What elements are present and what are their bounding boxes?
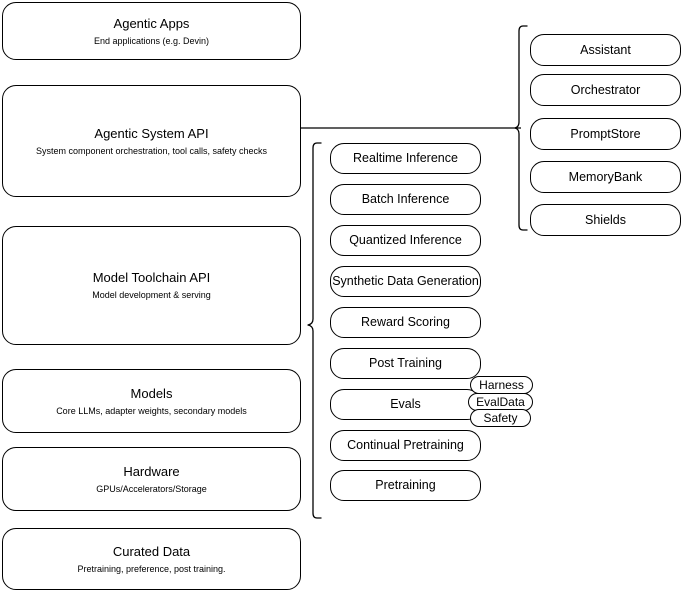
layer-subtitle: Core LLMs, adapter weights, secondary mo…	[56, 405, 247, 416]
right-column-bracket	[512, 20, 534, 250]
agentic-component-assistant[interactable]: Assistant	[530, 34, 681, 66]
layer-box-models[interactable]: Models Core LLMs, adapter weights, secon…	[2, 369, 301, 433]
toolchain-item-pretraining[interactable]: Pretraining	[330, 470, 481, 501]
toolchain-item-label: Reward Scoring	[361, 315, 450, 329]
toolchain-item-quantized-inference[interactable]: Quantized Inference	[330, 225, 481, 256]
toolchain-item-reward-scoring[interactable]: Reward Scoring	[330, 307, 481, 338]
layer-title: Agentic System API	[94, 125, 209, 141]
eval-badge-label: Harness	[479, 377, 524, 392]
toolchain-item-synthetic-data-generation[interactable]: Synthetic Data Generation	[330, 266, 481, 297]
layer-title: Models	[130, 385, 173, 401]
toolchain-item-post-training[interactable]: Post Training	[330, 348, 481, 379]
layer-subtitle: Pretraining, preference, post training.	[77, 563, 226, 574]
toolchain-item-label: Pretraining	[375, 478, 436, 492]
agentic-component-orchestrator[interactable]: Orchestrator	[530, 74, 681, 106]
eval-badge-label: Safety	[483, 410, 518, 425]
toolchain-item-continual-pretraining[interactable]: Continual Pretraining	[330, 430, 481, 461]
layer-title: Agentic Apps	[113, 15, 190, 31]
agentic-component-memorybank[interactable]: MemoryBank	[530, 161, 681, 193]
layer-subtitle: End applications (e.g. Devin)	[93, 35, 210, 46]
toolchain-item-label: Continual Pretraining	[347, 438, 464, 452]
layer-box-curated-data[interactable]: Curated Data Pretraining, preference, po…	[2, 528, 301, 590]
agentic-component-label: MemoryBank	[568, 169, 643, 184]
eval-badge-safety[interactable]: Safety	[470, 409, 531, 427]
eval-badge-harness[interactable]: Harness	[470, 376, 533, 394]
toolchain-item-label: Quantized Inference	[349, 233, 462, 247]
agentic-component-promptstore[interactable]: PromptStore	[530, 118, 681, 150]
toolchain-item-realtime-inference[interactable]: Realtime Inference	[330, 143, 481, 174]
middle-column-bracket	[304, 136, 326, 526]
agentic-component-label: Shields	[585, 212, 626, 227]
toolchain-item-label: Batch Inference	[361, 192, 450, 206]
layer-title: Hardware	[123, 463, 180, 479]
layer-box-agentic-apps[interactable]: Agentic Apps End applications (e.g. Devi…	[2, 2, 301, 60]
layer-subtitle: System component orchestration, tool cal…	[35, 145, 268, 156]
layer-box-hardware[interactable]: Hardware GPUs/Accelerators/Storage	[2, 447, 301, 511]
layer-box-model-toolchain-api[interactable]: Model Toolchain API Model development & …	[2, 226, 301, 345]
layer-subtitle: GPUs/Accelerators/Storage	[96, 483, 207, 494]
layer-subtitle: Model development & serving	[92, 290, 211, 300]
toolchain-item-label: Evals	[390, 397, 421, 411]
layer-title: Model Toolchain API	[92, 270, 211, 285]
agentic-component-shields[interactable]: Shields	[530, 204, 681, 236]
toolchain-item-batch-inference[interactable]: Batch Inference	[330, 184, 481, 215]
toolchain-item-label: Post Training	[369, 356, 442, 370]
layer-title: Curated Data	[112, 543, 191, 559]
agentic-system-api-connector-line	[300, 120, 522, 136]
layer-box-agentic-system-api[interactable]: Agentic System API System component orch…	[2, 85, 301, 197]
toolchain-item-evals[interactable]: Evals	[330, 389, 481, 420]
toolchain-item-label: Synthetic Data Generation	[332, 274, 479, 288]
agentic-component-label: PromptStore	[570, 126, 641, 141]
eval-badge-label: EvalData	[476, 394, 525, 409]
agentic-component-label: Assistant	[580, 42, 631, 57]
agentic-component-label: Orchestrator	[570, 82, 641, 97]
toolchain-item-label: Realtime Inference	[353, 151, 458, 165]
